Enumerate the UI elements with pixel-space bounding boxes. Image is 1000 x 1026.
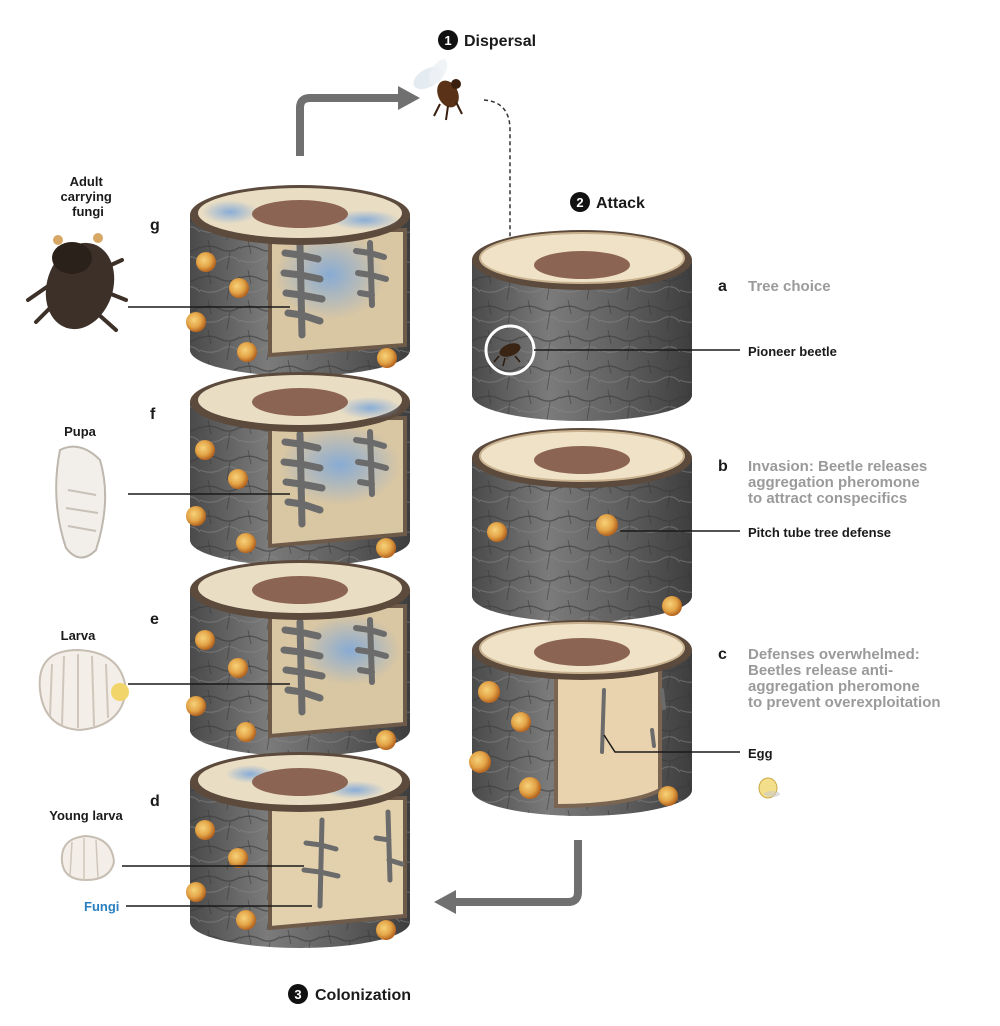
step-letter-e: e <box>150 611 159 628</box>
pupa-label: Pupa <box>64 424 97 439</box>
stage-number: 2 <box>576 195 583 210</box>
pioneer-beetle-label: Pioneer beetle <box>748 344 837 359</box>
step-letter-b: b <box>718 458 728 475</box>
step-letter-a: a <box>718 278 727 295</box>
stage-number: 3 <box>294 987 301 1002</box>
step-c-text: Defenses overwhelmed: Beetles release an… <box>748 646 941 711</box>
adult-label-line: Adult <box>70 174 104 189</box>
larva-label: Larva <box>61 628 96 643</box>
stage-dispersal-header: 1 Dispersal <box>438 30 536 50</box>
log-g <box>186 185 410 376</box>
colonization-flow-arrow <box>450 840 582 906</box>
colonization-arrowhead <box>434 890 456 914</box>
adult-label-line: carrying <box>61 189 112 204</box>
step-letter-f: f <box>150 406 156 423</box>
step-b-text: Invasion: Beetle releases aggregation ph… <box>748 458 931 507</box>
dispersal-flow-arrow <box>296 94 405 156</box>
young-larva-label: Young larva <box>49 808 123 823</box>
step-c-line: Beetles release anti- <box>748 662 893 679</box>
log-f <box>186 372 410 566</box>
log-e <box>186 560 410 756</box>
step-a-line: Tree choice <box>748 278 831 295</box>
pupa-icon <box>55 445 107 559</box>
fungi-label: Fungi <box>84 899 119 914</box>
stage-colonization-header: 3 Colonization <box>288 984 411 1004</box>
step-c-line: Defenses overwhelmed: <box>748 646 920 663</box>
dispersal-arrowhead <box>398 86 420 110</box>
stage-number: 1 <box>444 33 451 48</box>
stage-label: Dispersal <box>464 33 536 50</box>
adult-label: Adult carrying fungi <box>61 174 116 219</box>
step-letter-c: c <box>718 646 727 663</box>
larva-icon <box>38 648 129 732</box>
egg-icon <box>758 777 780 799</box>
pioneer-beetle-callout <box>484 324 740 376</box>
step-b-line: to attract conspecifics <box>748 490 907 507</box>
step-b-line: aggregation pheromone <box>748 474 920 491</box>
pitch-tube-label: Pitch tube tree defense <box>748 525 891 540</box>
step-letter-d: d <box>150 793 160 810</box>
step-b-line: Invasion: Beetle releases <box>748 458 927 475</box>
log-a-tree-choice <box>472 230 692 421</box>
stage-label: Attack <box>596 195 645 212</box>
stage-label: Colonization <box>315 987 411 1004</box>
egg-label: Egg <box>748 746 773 761</box>
adult-label-line: fungi <box>72 204 104 219</box>
adult-beetle-icon <box>26 233 128 332</box>
stage-attack-header: 2 Attack <box>570 192 645 212</box>
step-letter-g: g <box>150 217 160 234</box>
young-larva-icon <box>60 834 116 882</box>
step-c-line: aggregation pheromone <box>748 678 920 695</box>
attack-dotted-path <box>483 99 511 328</box>
log-c-defenses-overwhelmed <box>469 620 740 816</box>
step-a-text: Tree choice <box>748 278 831 295</box>
flying-beetle-icon <box>413 59 463 121</box>
step-c-line: to prevent overexploitation <box>748 694 941 711</box>
log-b-invasion <box>472 428 740 622</box>
log-d <box>186 752 410 948</box>
